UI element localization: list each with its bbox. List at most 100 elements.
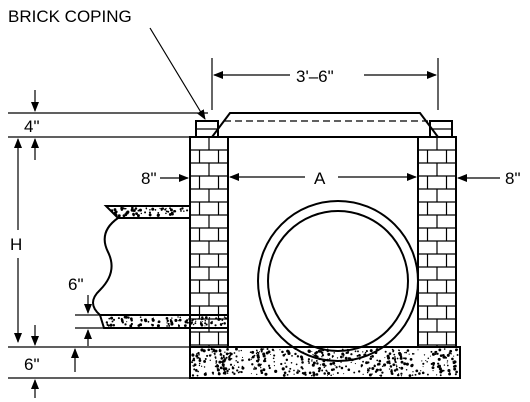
concrete-stipple xyxy=(137,209,140,212)
concrete-stipple xyxy=(242,359,245,361)
concrete-stipple xyxy=(230,357,233,360)
concrete-stipple xyxy=(404,357,407,360)
concrete-stipple xyxy=(314,352,317,355)
concrete-stipple xyxy=(228,368,231,371)
concrete-stipple xyxy=(168,213,172,216)
concrete-stipple xyxy=(231,371,234,374)
concrete-stipple xyxy=(260,363,262,366)
concrete-stipple xyxy=(295,363,298,366)
pipe-wall-label: 6" xyxy=(68,275,84,294)
concrete-stipple xyxy=(302,372,306,375)
concrete-stipple xyxy=(207,348,211,352)
concrete-stipple xyxy=(266,348,269,351)
concrete-stipple xyxy=(423,354,426,356)
concrete-stipple xyxy=(321,369,324,372)
concrete-stipple xyxy=(410,364,414,368)
concrete-stipple xyxy=(455,348,458,352)
concrete-stipple xyxy=(336,372,339,375)
concrete-stipple xyxy=(264,372,268,376)
concrete-stipple xyxy=(429,355,431,357)
concrete-stipple xyxy=(179,208,182,211)
concrete-stipple xyxy=(394,356,396,358)
concrete-stipple xyxy=(257,363,261,367)
concrete-stipple xyxy=(391,348,394,351)
concrete-stipple xyxy=(281,367,285,371)
concrete-stipple xyxy=(253,354,256,357)
concrete-stipple xyxy=(151,317,154,321)
concrete-stipple xyxy=(270,354,272,356)
concrete-stipple xyxy=(291,355,293,357)
concrete-stipple xyxy=(140,319,143,322)
concrete-stipple xyxy=(298,370,301,373)
concrete-stipple xyxy=(157,320,161,324)
concrete-stipple xyxy=(196,353,198,355)
concrete-stipple xyxy=(177,316,179,318)
concrete-stipple xyxy=(364,351,367,354)
concrete-stipple xyxy=(421,360,423,362)
concrete-stipple xyxy=(279,349,281,351)
concrete-stipple xyxy=(219,323,222,325)
concrete-stipple xyxy=(408,353,410,355)
concrete-stipple xyxy=(379,374,383,377)
concrete-stipple xyxy=(260,371,264,375)
concrete-stipple xyxy=(290,362,293,364)
concrete-stipple xyxy=(267,350,271,354)
concrete-stipple xyxy=(222,364,225,368)
concrete-stipple xyxy=(149,208,151,211)
concrete-stipple xyxy=(177,320,179,322)
concrete-stipple xyxy=(442,355,446,359)
concrete-stipple xyxy=(251,363,254,366)
concrete-stipple xyxy=(395,366,398,368)
concrete-stipple xyxy=(214,349,218,353)
concrete-stipple xyxy=(169,208,173,212)
concrete-stipple xyxy=(398,349,400,352)
concrete-stipple xyxy=(173,210,176,213)
concrete-stipple xyxy=(203,366,206,368)
concrete-stipple xyxy=(293,369,295,372)
concrete-stipple xyxy=(105,321,109,324)
concrete-stipple xyxy=(366,369,370,372)
concrete-stipple xyxy=(256,373,258,376)
concrete-stipple xyxy=(405,368,408,371)
concrete-stipple xyxy=(452,365,456,368)
concrete-stipple xyxy=(405,362,409,366)
concrete-stipple xyxy=(215,357,217,360)
concrete-stipple xyxy=(171,212,174,216)
concrete-stipple xyxy=(198,364,201,367)
concrete-stipple xyxy=(438,348,442,352)
concrete-stipple xyxy=(357,350,359,353)
height-label: H xyxy=(10,235,22,254)
concrete-stipple xyxy=(222,356,225,359)
concrete-stipple xyxy=(165,207,167,210)
concrete-stipple xyxy=(238,350,240,352)
concrete-stipple xyxy=(254,367,258,370)
concrete-stipple xyxy=(219,353,223,356)
concrete-stipple xyxy=(259,351,261,353)
concrete-stipple xyxy=(274,369,278,373)
concrete-stipple xyxy=(426,360,428,363)
concrete-stipple xyxy=(223,322,226,325)
base-label: 6" xyxy=(24,355,40,374)
concrete-stipple xyxy=(208,354,212,357)
concrete-stipple xyxy=(311,350,313,352)
concrete-stipple xyxy=(223,358,227,361)
concrete-stipple xyxy=(354,350,357,353)
concrete-stipple xyxy=(212,373,214,375)
concrete-stipple xyxy=(257,351,260,355)
concrete-stipple xyxy=(350,353,353,356)
concrete-stipple xyxy=(327,352,331,356)
concrete-stipple xyxy=(165,212,167,215)
concrete-stipple xyxy=(201,320,203,323)
concrete-stipple xyxy=(321,354,325,357)
concrete-stipple xyxy=(139,323,143,327)
concrete-stipple xyxy=(219,366,223,370)
concrete-stipple xyxy=(436,365,440,368)
concrete-stipple xyxy=(195,354,199,358)
concrete-stipple xyxy=(450,353,452,355)
concrete-stipple xyxy=(315,373,318,376)
concrete-stipple xyxy=(414,373,417,376)
concrete-stipple xyxy=(200,365,203,367)
concrete-stipple xyxy=(288,370,291,373)
concrete-stipple xyxy=(204,316,208,319)
